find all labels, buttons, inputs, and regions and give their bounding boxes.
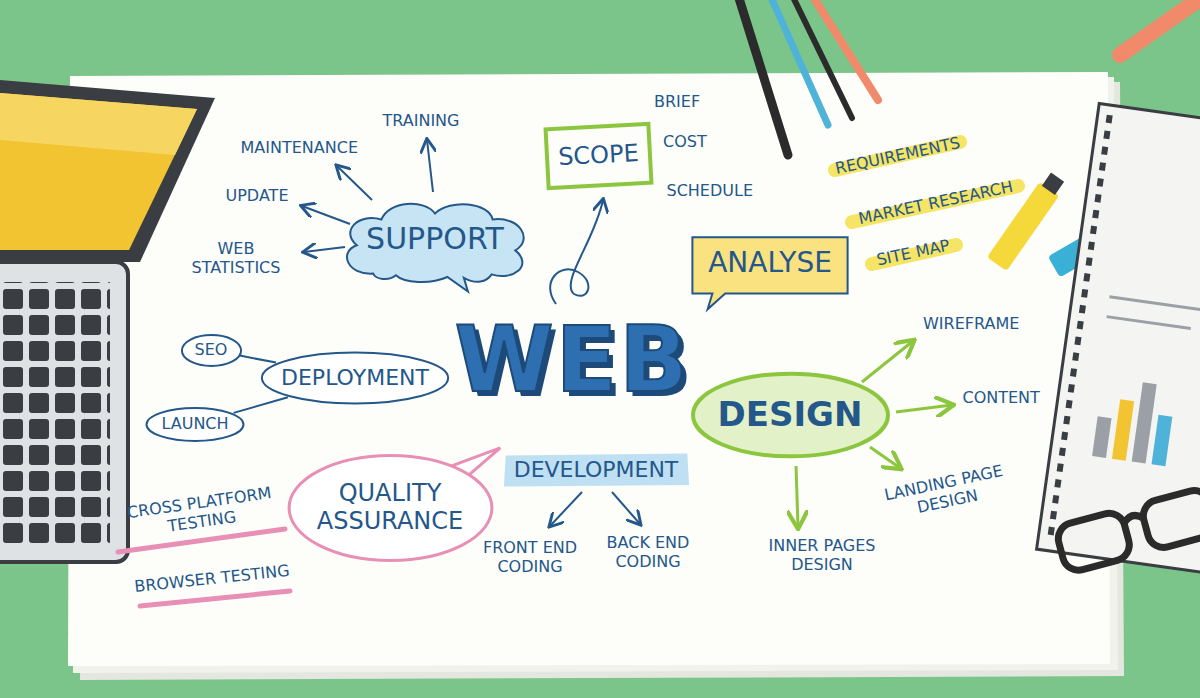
title-word: WEB (455, 315, 690, 405)
node-outline (347, 203, 524, 291)
topic-label: INNER PAGES DESIGN (755, 536, 890, 574)
node-text: ANALYSE (708, 247, 832, 279)
topic-label: UPDATE (226, 186, 289, 205)
node-text: DEVELOPMENT (514, 457, 679, 482)
glasses-lens (1140, 487, 1200, 551)
support-cloud: SUPPORT (332, 192, 538, 295)
text-wrap: QUALITY ASSURANCE (317, 480, 463, 535)
leader-arrow (427, 140, 433, 192)
highlight-band: DEVELOPMENT (502, 452, 691, 488)
node-outline (262, 353, 448, 404)
text-wrap: ANALYSE (708, 247, 832, 279)
leader-arrow (302, 206, 350, 224)
topic-label: BACK END CODING (593, 533, 703, 571)
scope-box: SCOPE (544, 123, 652, 188)
leader-arrow (862, 341, 913, 382)
node-text: DEPLOYMENT (281, 365, 429, 390)
node-outline (692, 237, 847, 309)
topic-label: TRAINING (383, 111, 460, 130)
text-wrap: DESIGN (718, 395, 863, 434)
laptop-keyboard (0, 282, 110, 544)
screen-glare (0, 93, 197, 155)
node-text: LAUNCH (161, 415, 228, 433)
node-outline (545, 124, 651, 188)
ellipse-node: SEO (181, 334, 242, 367)
text-wrap: SCOPE (557, 140, 639, 172)
node-text: SUPPORT (366, 222, 504, 257)
text-wrap: SEO (195, 341, 228, 359)
text-wrap: SUPPORT (366, 222, 504, 257)
text-wrap: DEPLOYMENT (281, 365, 429, 390)
node-outline (693, 374, 888, 457)
leader-arrow (896, 405, 952, 412)
chart-bar (1132, 382, 1157, 463)
curl-arrow (550, 200, 603, 304)
text-wrap: LAUNCH (161, 415, 228, 433)
topic-label: COST (663, 132, 707, 151)
topic-label: WIREFRAME (923, 314, 1019, 333)
ellipse-node: DEPLOYMENT (259, 351, 451, 405)
glasses-bridge (1123, 513, 1144, 523)
node-outline (147, 408, 244, 441)
node-text: QUALITY ASSURANCE (317, 480, 463, 535)
topic-label: MAINTENANCE (241, 138, 358, 157)
ellipse-node: LAUNCH (145, 407, 245, 442)
pen (812, 0, 878, 100)
topic-label: SCHEDULE (667, 181, 754, 200)
chart-bar (1112, 399, 1134, 460)
topic-label: WEB STATISTICS (176, 239, 296, 277)
glasses-lens (1055, 510, 1133, 574)
topic-label: CONTENT (963, 388, 1040, 407)
notebook (1037, 104, 1200, 573)
qa-bubble: QUALITY ASSURANCE (287, 454, 494, 562)
node-text: SEO (195, 341, 228, 359)
text-line (1109, 297, 1200, 310)
node-outline (181, 334, 240, 365)
marker-tip (1042, 173, 1064, 195)
leader-arrow (337, 166, 372, 200)
notebook-page (1037, 104, 1200, 573)
highlight-underline (118, 529, 285, 552)
chart-bar (1092, 416, 1111, 458)
node-outline (289, 456, 492, 561)
leader-arrow (796, 466, 798, 527)
node-text: SCOPE (557, 140, 639, 172)
text-line (1107, 317, 1191, 329)
leader-arrow (870, 447, 900, 468)
laptop-base (0, 262, 128, 562)
node-text: DESIGN (718, 395, 863, 434)
notebook-spiral (1050, 115, 1110, 541)
pen (770, 0, 828, 125)
topic-label: BRIEF (654, 92, 700, 111)
speech-bubble: ANALYSE (690, 235, 850, 310)
leader-arrow (304, 247, 345, 252)
paper-sheet (68, 72, 1110, 666)
text-wrap: DEVELOPMENT (514, 457, 679, 482)
leader-arrow (550, 492, 582, 526)
leader-arrow (612, 492, 640, 524)
connector-line (240, 356, 276, 363)
laptop-lid (0, 80, 215, 262)
topic-label: FRONT END CODING (473, 538, 588, 576)
node-outline (503, 453, 688, 486)
laptop-screen (0, 93, 197, 250)
glasses (1055, 487, 1200, 574)
connector-line (234, 397, 288, 413)
design-ellipse: DESIGN (690, 371, 891, 459)
chart-bar (1152, 415, 1173, 466)
pen (1120, 0, 1200, 55)
